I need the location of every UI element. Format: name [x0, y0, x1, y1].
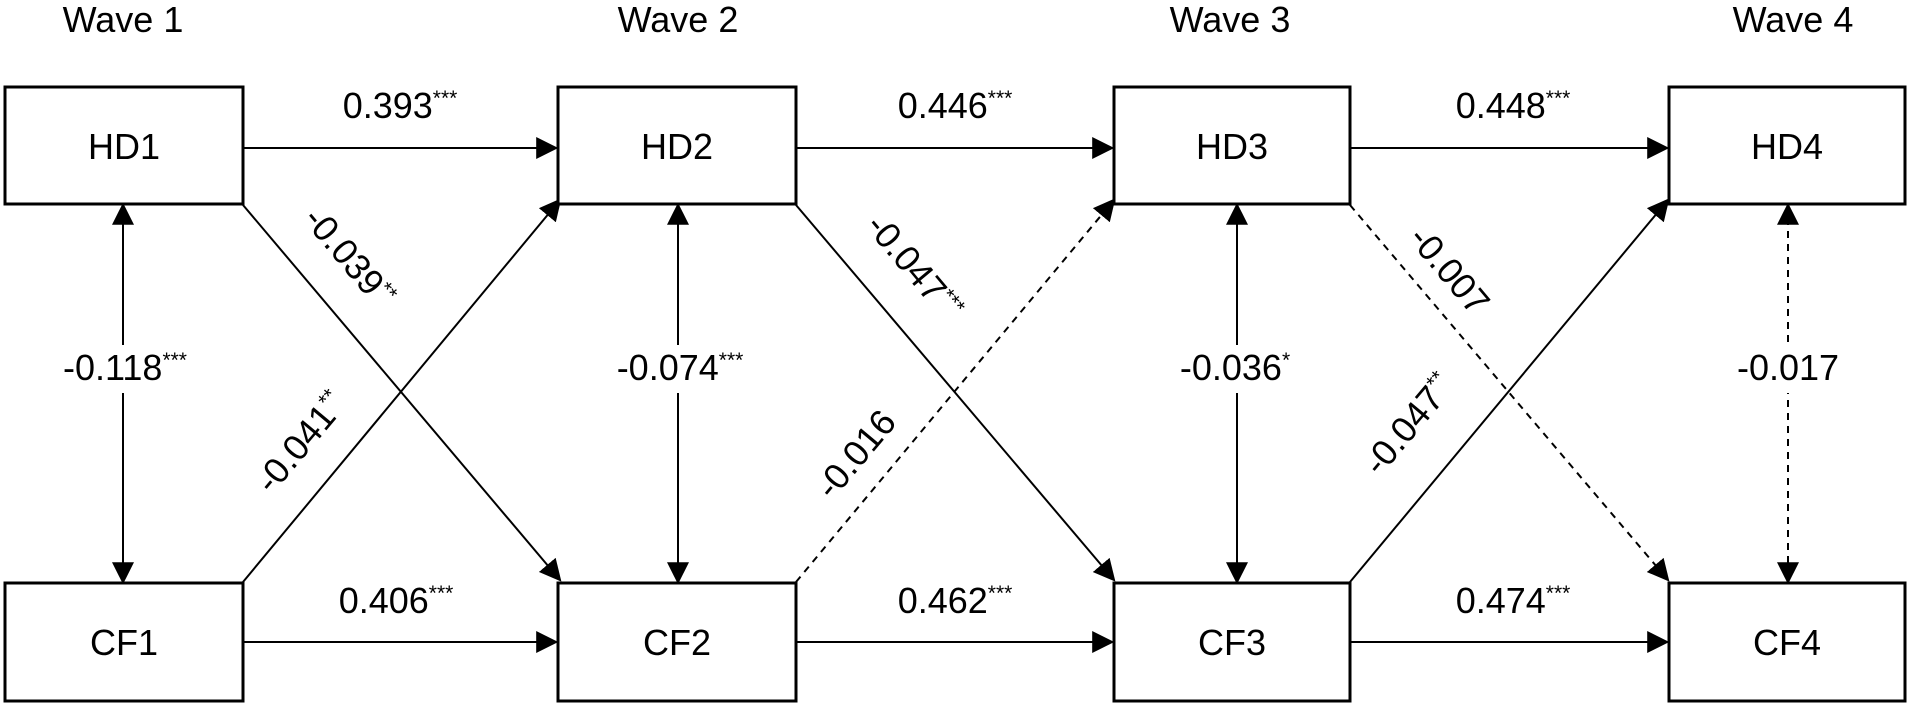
node-hd3: HD3	[1112, 85, 1352, 206]
node-cf2: CF2	[556, 581, 798, 703]
paths-layer	[112, 137, 1799, 653]
node-cf3-label: CF3	[1198, 622, 1266, 663]
path-cf1-hd2	[242, 198, 562, 583]
node-hd2-label: HD2	[641, 126, 713, 167]
wave-3-label: Wave 3	[1170, 0, 1291, 40]
path-cf3-hd4	[1349, 198, 1670, 583]
autoregressive-labels: 0.393*** 0.446*** 0.448*** 0.406*** 0.46…	[339, 85, 1571, 621]
coef-hd4-cf4: -0.017	[1737, 347, 1839, 388]
node-cf4: CF4	[1667, 581, 1907, 703]
coef-cf3-hd4: -0.047**	[1355, 365, 1463, 482]
node-cf1: CF1	[3, 581, 245, 703]
path-cf2-hd3	[795, 198, 1116, 583]
coef-hd2-hd3: 0.446***	[898, 85, 1013, 126]
coef-hd3-cf4: -0.007	[1401, 218, 1498, 323]
coef-cf2-cf3: 0.462***	[898, 580, 1013, 621]
coef-cf2-hd3: -0.016	[807, 402, 904, 507]
coef-hd1-cf1: -0.118***	[63, 347, 187, 388]
wave-1-label: Wave 1	[63, 0, 184, 40]
node-cf3: CF3	[1112, 581, 1352, 703]
coef-hd2-cf2: -0.074***	[617, 347, 744, 388]
coef-hd3-hd4: 0.448***	[1456, 85, 1571, 126]
node-cf4-label: CF4	[1753, 622, 1821, 663]
coef-hd2-cf3: -0.047***	[858, 205, 971, 328]
node-hd3-label: HD3	[1196, 126, 1268, 167]
path-hd3-cf4	[1349, 204, 1670, 582]
wave-2-label: Wave 2	[618, 0, 739, 40]
nodes: HD1 HD2 HD3 HD4 CF1 CF2 CF3 CF4	[3, 85, 1907, 703]
wave-4-label: Wave 4	[1733, 0, 1854, 40]
coef-cf3-cf4: 0.474***	[1456, 580, 1571, 621]
node-cf1-label: CF1	[90, 622, 158, 663]
coef-hd1-cf2: -0.039**	[296, 198, 404, 315]
node-cf2-label: CF2	[643, 622, 711, 663]
coef-hd1-hd2: 0.393***	[343, 85, 458, 126]
coef-cf1-cf2: 0.406***	[339, 580, 454, 621]
node-hd1: HD1	[3, 85, 245, 206]
node-hd4-label: HD4	[1751, 126, 1823, 167]
node-hd4: HD4	[1667, 85, 1907, 206]
coef-cf1-hd2: -0.041**	[247, 383, 355, 500]
node-hd2: HD2	[556, 85, 798, 206]
node-hd1-label: HD1	[88, 126, 160, 167]
coef-hd3-cf3: -0.036*	[1180, 347, 1290, 388]
correlation-labels: -0.118*** -0.074*** -0.036* -0.017	[40, 345, 1860, 393]
